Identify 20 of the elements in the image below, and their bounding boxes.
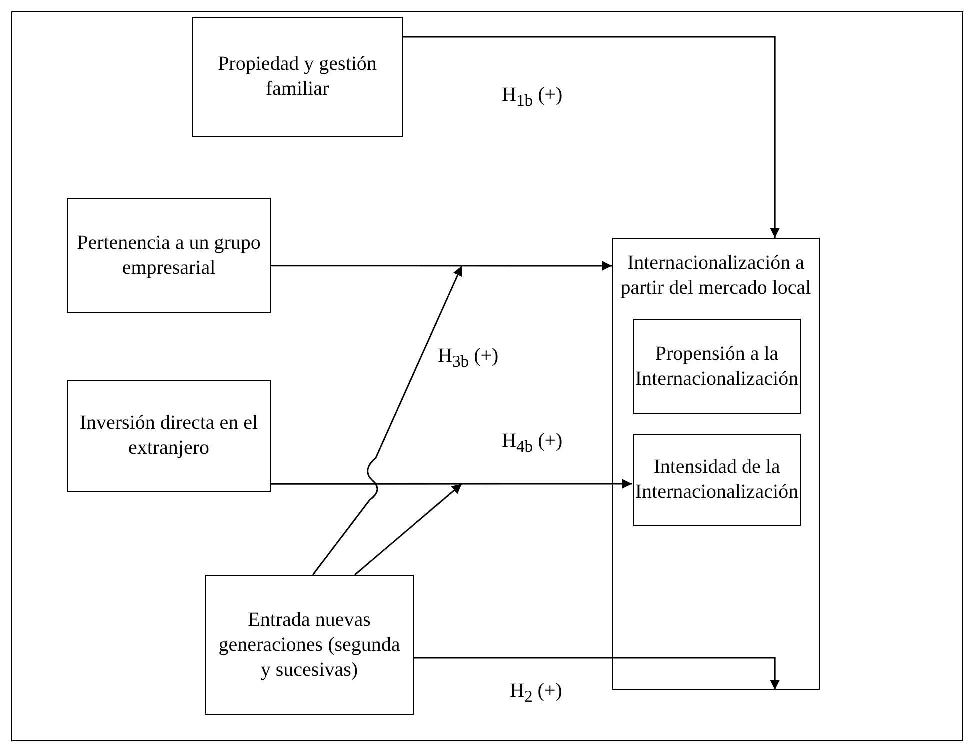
box-text: Propiedad y gestión familiar xyxy=(217,52,378,102)
box-text: Pertenencia a un grupo empresarial xyxy=(76,230,262,280)
arrow xyxy=(312,266,463,576)
arrow xyxy=(403,36,780,238)
arrow xyxy=(271,478,632,489)
arrow xyxy=(414,657,780,690)
outcome-box xyxy=(612,238,820,690)
box-text: Inversión directa en el extranjero xyxy=(78,411,260,461)
box-text: Intensidad de la Internacionalización xyxy=(634,455,800,505)
box-text: Entrada nuevas generaciones (segunda y sucesivas) xyxy=(218,608,402,682)
arrow xyxy=(354,483,462,576)
box-text: Propensión a la Internacionalización xyxy=(634,342,800,392)
factor-box xyxy=(192,17,403,137)
outcome-dimension-box xyxy=(633,434,801,526)
outcome-dimension-box xyxy=(633,319,801,414)
arrow xyxy=(271,261,612,272)
factor-box xyxy=(67,198,271,313)
factor-box xyxy=(205,575,414,715)
box-title: Internacionalización a partir del mercado local xyxy=(620,251,812,301)
factor-box xyxy=(67,380,271,492)
